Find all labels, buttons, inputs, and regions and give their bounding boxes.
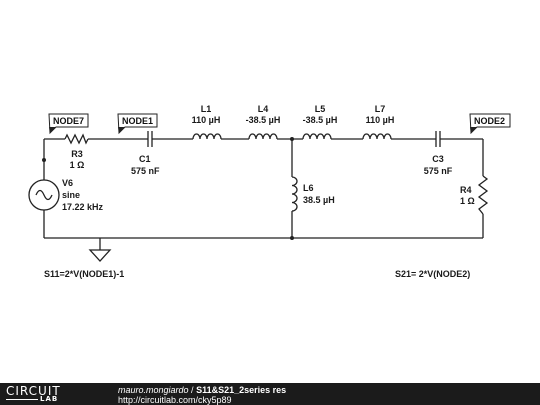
junction-dot [290,137,294,141]
junction-dot [290,236,294,240]
l1-value: 110 µH [192,115,221,125]
circuit-url[interactable]: http://circuitlab.com/cky5p89 [118,395,232,405]
logo-underline [6,399,38,400]
l5-name: L5 [315,104,326,114]
inductor-l5[interactable] [302,133,332,140]
sine-source-v6[interactable] [28,179,60,211]
circuitlab-logo-sub: LAB [40,395,59,403]
l5-value: -38.5 µH [303,115,338,125]
resistor-r4[interactable] [477,175,489,215]
ground-icon [88,249,112,262]
r3-name: R3 [71,149,83,159]
l7-name: L7 [375,104,386,114]
footer-bar: CIRCUIT LAB mauro.mongiardo / S11&S21_2s… [0,383,540,405]
schematic: NODE7 NODE1 NODE2 R3 1 Ω C1 575 nF L1 11… [28,104,511,279]
l7-value: 110 µH [366,115,395,125]
circuit-title[interactable]: S11&S21_2series res [196,385,287,395]
inductor-l4[interactable] [248,133,278,140]
resistor-r3[interactable] [64,133,89,145]
capacitor-c3[interactable] [435,131,441,147]
junction-dot [42,158,46,162]
credit-line: mauro.mongiardo / S11&S21_2series res [118,385,286,395]
node-tag-node2[interactable]: NODE2 [469,113,511,135]
l6-name: L6 [303,183,314,193]
r4-value: 1 Ω [460,196,475,206]
node2-label: NODE2 [474,116,505,126]
inductor-l1[interactable] [192,133,222,140]
l4-value: -38.5 µH [246,115,281,125]
node1-label: NODE1 [122,116,153,126]
node-tag-node7[interactable]: NODE7 [48,113,89,135]
circuitlab-logo: CIRCUIT [6,384,61,398]
r4-name: R4 [460,185,472,195]
wires [43,138,484,250]
c3-name: C3 [432,154,444,164]
v6-type: sine [62,190,80,200]
inductor-l6[interactable] [291,176,298,212]
c3-value: 575 nF [424,166,453,176]
s21-expression: S21= 2*V(NODE2) [395,269,470,279]
author-name[interactable]: mauro.mongiardo [118,385,189,395]
inductor-l7[interactable] [362,133,392,140]
node7-label: NODE7 [53,116,84,126]
credit-separator: / [188,385,197,395]
l1-name: L1 [201,104,212,114]
v6-name: V6 [62,178,73,188]
l6-value: 38.5 µH [303,195,335,205]
s11-expression: S11=2*V(NODE1)-1 [44,269,124,279]
node-tag-node1[interactable]: NODE1 [117,113,158,135]
capacitor-c1[interactable] [147,131,153,147]
c1-name: C1 [139,154,151,164]
c1-value: 575 nF [131,166,160,176]
l4-name: L4 [258,104,269,114]
v6-freq: 17.22 kHz [62,202,104,212]
r3-value: 1 Ω [70,160,85,170]
